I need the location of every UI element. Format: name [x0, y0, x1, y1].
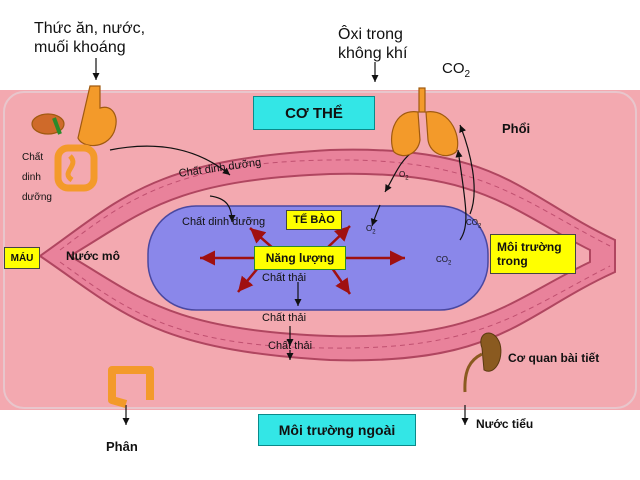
internal-env-box: Môi trường trong [490, 234, 576, 274]
kidney-organ [463, 332, 502, 393]
internal-env-l2: trong [497, 254, 528, 268]
oxygen-label-line2: không khí [338, 45, 408, 62]
feces-label: Phân [106, 439, 138, 454]
co2-label-b: CO2 [436, 255, 452, 267]
blood-label-box: MÁU [4, 247, 40, 269]
intestine-organ [108, 366, 154, 408]
title-box: CƠ THỂ [253, 96, 375, 130]
excretory-label: Cơ quan bài tiết [508, 351, 600, 365]
cell-label-box: TẾ BÀO [286, 210, 342, 230]
internal-env-l1: Môi trường [497, 240, 562, 254]
o2-label-a: O2 [399, 170, 409, 182]
waste-label-1: Chất thải [262, 272, 307, 284]
lungs-organ [391, 87, 459, 157]
food-label-line1: Thức ăn, nước, [34, 20, 146, 37]
waste-label-2: Chất thải [262, 312, 307, 324]
lungs-label: Phổi [502, 121, 531, 136]
o2-label-b: O2 [366, 224, 376, 236]
nutrients-side-l1: Chất [22, 152, 44, 163]
flow-arrows [92, 58, 475, 425]
oxygen-label-line1: Ôxi trong [338, 26, 403, 43]
co2-external-label: CO2 [442, 60, 471, 80]
energy-label-box: Năng lượng [254, 246, 346, 270]
waste-label-3: Chất thải [268, 340, 313, 352]
co2-label-a: CO2 [466, 218, 482, 230]
digestive-organ [31, 85, 117, 192]
urine-label: Nước tiểu [476, 417, 534, 431]
nutrients-side-l3: dưỡng [22, 192, 52, 203]
external-env-box: Môi trường ngoài [258, 414, 416, 446]
nutrients-cell-label: Chất dinh dưỡng [182, 216, 266, 228]
nutrients-side-l2: dinh [22, 172, 41, 183]
food-label-line2: muối khoáng [34, 39, 126, 56]
tissue-fluid-label: Nước mô [66, 249, 120, 263]
